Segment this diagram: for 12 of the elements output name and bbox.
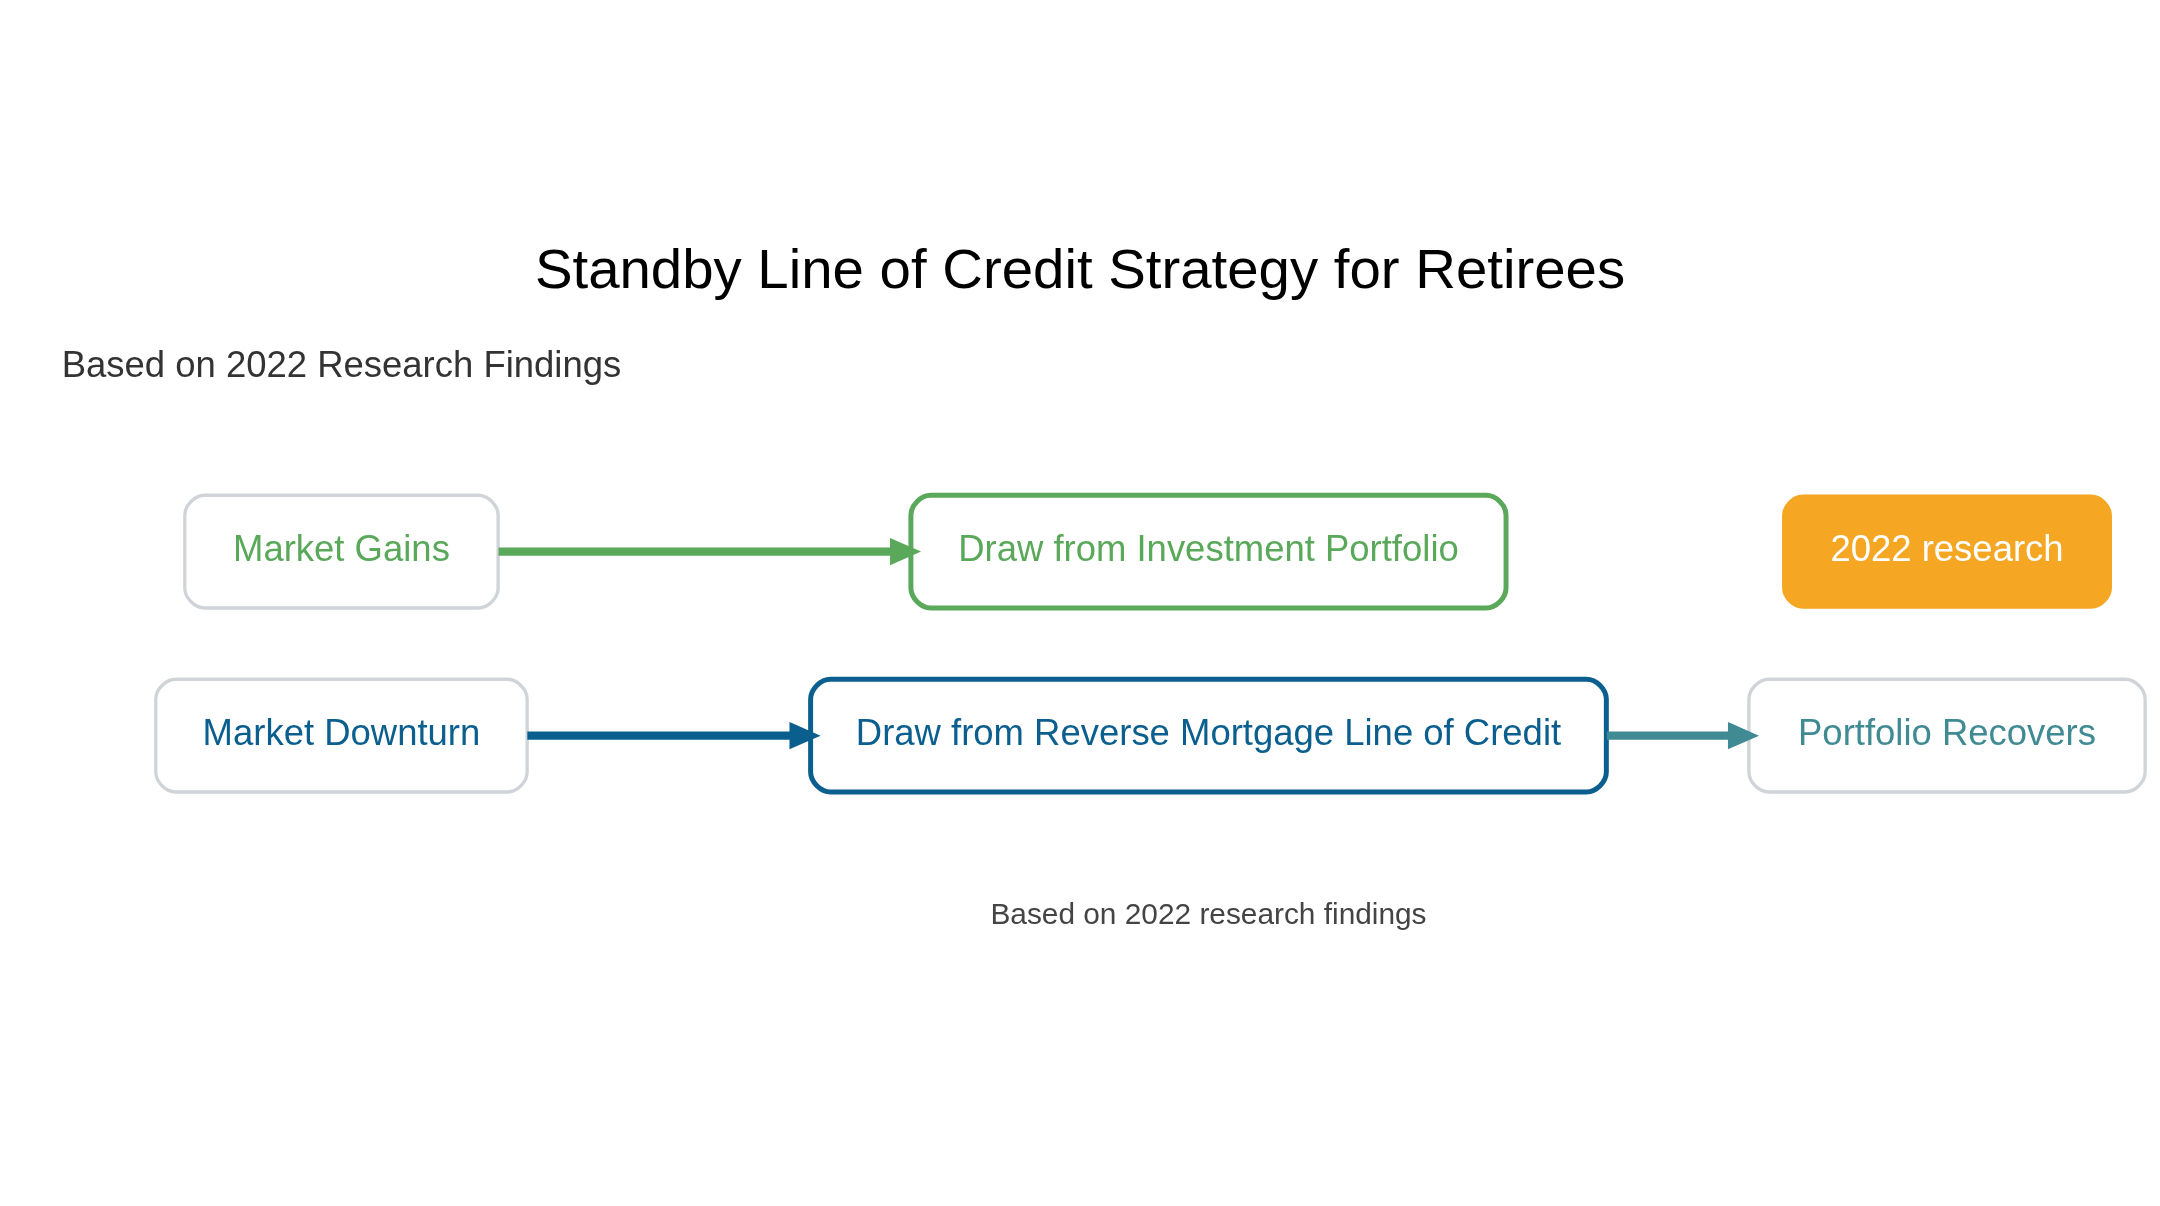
node-box: Draw from Investment Portfolio	[908, 492, 1509, 611]
label: Based on 2022 Research Findings	[61, 343, 622, 385]
node-box: Portfolio Recovers	[1747, 677, 2147, 794]
diagram-title: Standby Line of Credit Strategy for Retirees	[534, 237, 1626, 301]
node-box: Market Downturn	[154, 677, 529, 794]
caption: Based on 2022 research findings	[990, 896, 1427, 930]
arrow	[498, 538, 922, 566]
node-box: Market Gains	[183, 493, 500, 610]
node-box: Draw from Reverse Mortgage Line of Credit	[808, 676, 1609, 795]
arrow	[1606, 722, 1759, 750]
node-box: 2022 research	[1782, 494, 2112, 609]
arrow	[527, 722, 821, 750]
